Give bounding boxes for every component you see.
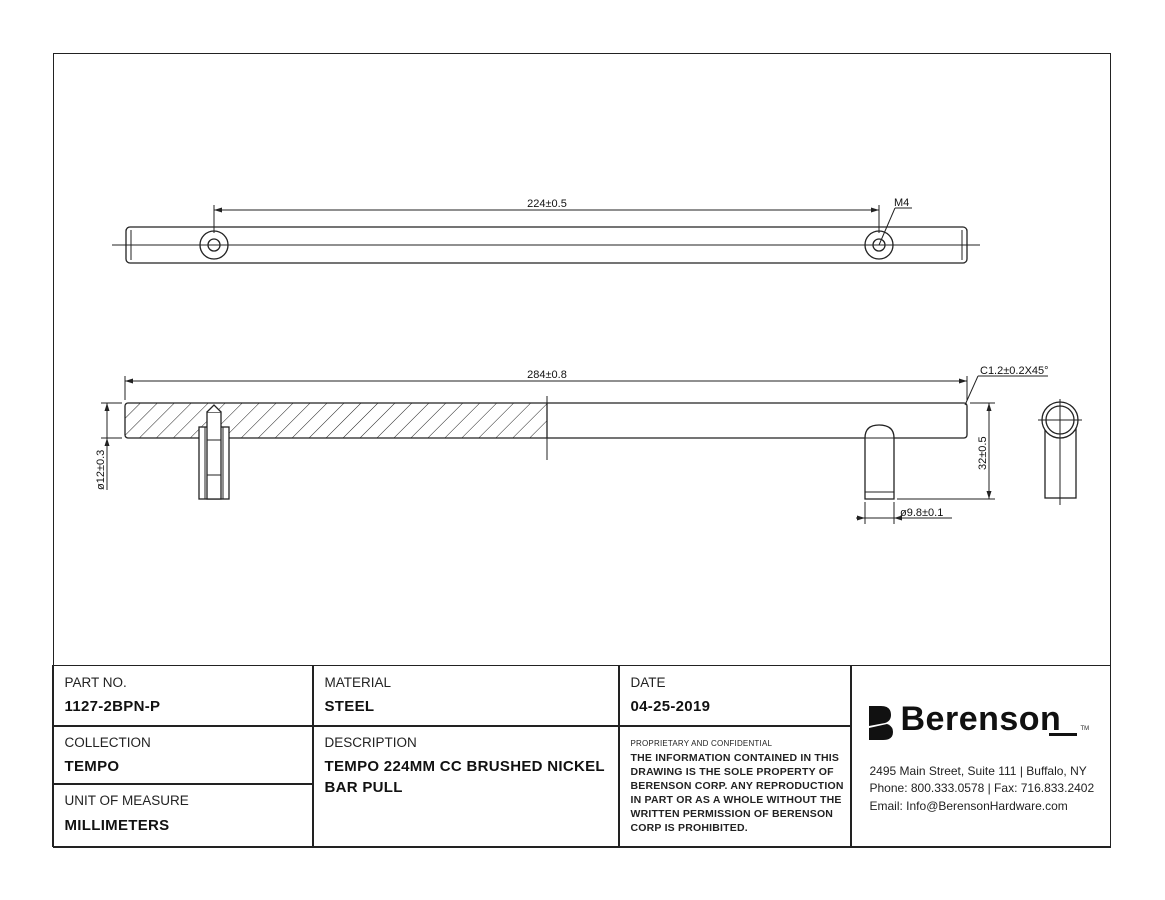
description-line-1: TEMPO 224MM CC BRUSHED NICKEL: [324, 757, 605, 775]
thread-label: M4: [894, 197, 909, 209]
pull-post: [864, 424, 895, 500]
company-phone: Phone: 800.333.0578 | Fax: 716.833.2402: [869, 781, 1095, 795]
company-logo: Berenson TM: [867, 700, 1097, 744]
part-no-label: PART NO.: [64, 674, 127, 690]
logo-underline: [1048, 732, 1077, 736]
description-label: DESCRIPTION: [324, 734, 417, 750]
description-cell: DESCRIPTION TEMPO 224MM CC BRUSHED NICKE…: [311, 724, 620, 847]
title-block: PART NO. 1127-2BPN-P MATERIAL STEEL DATE…: [51, 664, 1111, 848]
dim-post-dia-label: ø9.8±0.1: [900, 507, 943, 519]
dim-cc-label: 224±0.5: [527, 198, 567, 210]
confidential-cell: PROPRIETARY AND CONFIDENTIAL THE INFORMA…: [617, 724, 852, 847]
company-address: 2495 Main Street, Suite 111 | Buffalo, N…: [869, 763, 1087, 778]
date-cell: DATE 04-25-2019: [617, 664, 852, 727]
confidential-line: BERENSON CORP. ANY REPRODUCTION: [630, 779, 844, 792]
technical-drawing: 224±0.5 M4: [95, 197, 1082, 524]
section-hatch: [125, 403, 547, 438]
date-value: 04-25-2019: [630, 697, 711, 715]
confidential-line: THE INFORMATION CONTAINED IN THIS: [630, 751, 840, 764]
chamfer-label: C1.2±0.2X45°: [980, 365, 1049, 377]
confidential-line: CORP IS PROHIBITED.: [630, 821, 748, 834]
dim-length-label: 284±0.8: [527, 369, 567, 381]
berenson-logo-icon: [868, 705, 893, 740]
collection-cell: COLLECTION TEMPO: [51, 724, 314, 785]
company-name: Berenson: [900, 699, 1062, 738]
dim-dia-label: ø12±0.3: [95, 450, 107, 490]
material-cell: MATERIAL STEEL: [311, 664, 620, 727]
collection-label: COLLECTION: [64, 734, 151, 750]
trademark-mark: TM: [1080, 725, 1090, 732]
part-no-cell: PART NO. 1127-2BPN-P: [51, 664, 314, 727]
company-email: Email: Info@BerensonHardware.com: [869, 798, 1068, 813]
company-cell: Berenson TM 2495 Main Street, Suite 111 …: [849, 664, 1111, 847]
uom-value: MILLIMETERS: [64, 816, 170, 834]
drawing-sheet-border: [53, 53, 1111, 848]
material-value: STEEL: [324, 697, 375, 715]
confidential-title: PROPRIETARY AND CONFIDENTIAL: [630, 738, 773, 748]
description-line-2: BAR PULL: [324, 778, 403, 796]
part-no-value: 1127-2BPN-P: [64, 697, 161, 715]
side-view-bar-outline: [124, 402, 968, 439]
confidential-line: IN PART OR AS A WHOLE WITHOUT THE: [630, 793, 842, 806]
side-view: [101, 375, 1048, 524]
uom-cell: UNIT OF MEASURE MILLIMETERS: [51, 782, 314, 847]
uom-label: UNIT OF MEASURE: [64, 792, 189, 808]
confidential-notice: THE INFORMATION CONTAINED IN THIS DRAWIN…: [631, 751, 844, 835]
end-view: [1038, 399, 1082, 505]
company-contact: 2495 Main Street, Suite 111 | Buffalo, N…: [870, 763, 1095, 816]
confidential-line: DRAWING IS THE SOLE PROPERTY OF: [630, 765, 834, 778]
confidential-line: WRITTEN PERMISSION OF BERENSON: [630, 807, 834, 820]
collection-value: TEMPO: [64, 757, 120, 775]
material-label: MATERIAL: [324, 674, 392, 690]
dim-height-label: 32±0.5: [977, 436, 989, 470]
date-label: DATE: [630, 674, 666, 690]
top-view: [112, 205, 980, 264]
